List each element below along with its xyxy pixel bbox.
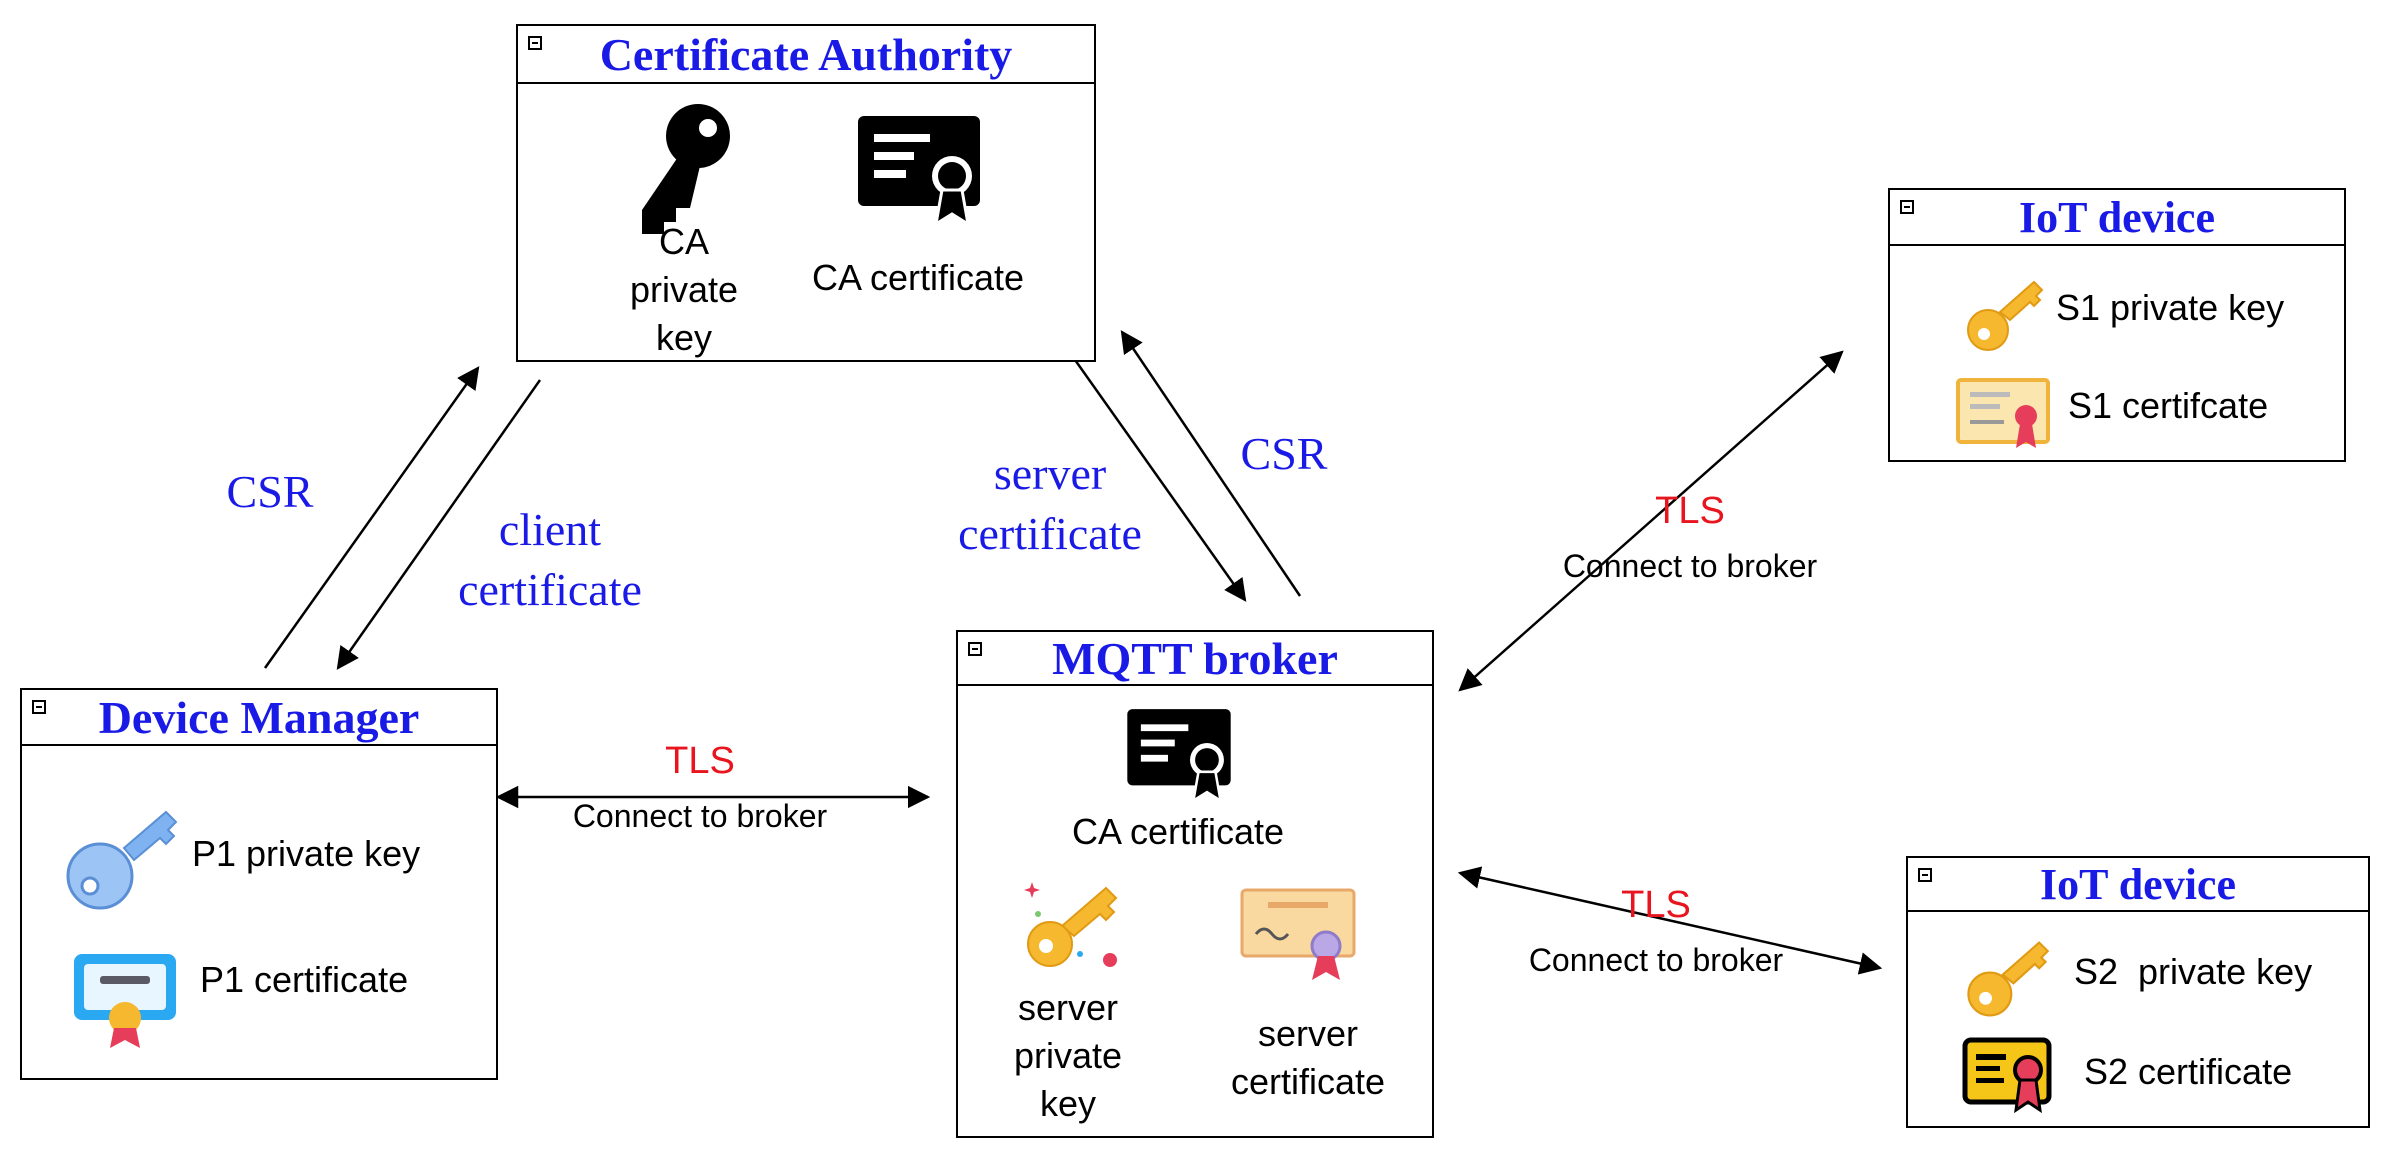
iot-device-2-box: IoT device S2 private key S2 certificate <box>1906 856 2370 1128</box>
server-key-line3: key <box>1039 1083 1097 1124</box>
ca-title: Certificate Authority <box>599 28 1013 80</box>
server-key-line2: private <box>1013 1035 1123 1076</box>
iot2-header: IoT device <box>1908 858 2368 912</box>
ca-key-line2: private <box>629 269 739 310</box>
iot1-title: IoT device <box>2019 192 2215 242</box>
iot2-tls-label: TLS <box>1621 884 1691 926</box>
device-manager-box: Device Manager P1 private key P1 certifi… <box>20 688 498 1080</box>
server-certificate-edge-label: server certificate <box>920 444 1180 564</box>
collapse-icon[interactable] <box>968 642 982 656</box>
broker-ca-certificate-label: CA certificate <box>1071 811 1285 852</box>
broker-ca-csr-label: CSR <box>1240 428 1328 479</box>
ribbon-certificate-icon <box>1238 884 1358 982</box>
collapse-icon[interactable] <box>1918 868 1932 882</box>
iot-device-1-box: IoT device S1 private key S1 certifcate <box>1888 188 2346 462</box>
s2-certificate-label: S2 certificate <box>2084 1051 2293 1092</box>
iot1-tls-label: TLS <box>1655 490 1725 532</box>
ca-to-dm-cert-arrow <box>336 379 542 670</box>
gold-key-icon <box>1962 936 2052 1022</box>
server-cert-edge-line1: server <box>993 448 1107 499</box>
ca-header: Certificate Authority <box>518 26 1094 84</box>
server-cert-line2: certificate <box>1230 1061 1386 1102</box>
ca-private-key-label: CA private key <box>584 218 784 362</box>
s1-private-key-label: S1 private key <box>2056 287 2285 328</box>
server-private-key-label: server private key <box>968 984 1168 1128</box>
ca-to-broker-cert-arrow <box>1066 349 1247 602</box>
broker-title: MQTT broker <box>1052 632 1338 684</box>
dm-header: Device Manager <box>22 690 496 746</box>
broker-iot1-tls-arrow <box>1458 350 1844 692</box>
dm-broker-connect-label: Connect to broker <box>572 798 828 834</box>
dm-to-ca-csr-arrow <box>263 366 480 669</box>
s1-certificate-label: S1 certifcate <box>2068 385 2269 426</box>
gold-certificate-icon <box>1956 374 2050 454</box>
key-icon <box>634 102 734 240</box>
iot2-title: IoT device <box>2040 859 2236 909</box>
yellow-certificate-icon <box>1962 1036 2054 1114</box>
iot1-connect-label: Connect to broker <box>1562 548 1818 584</box>
ca-certificate-label: CA certificate <box>811 257 1025 298</box>
broker-header: MQTT broker <box>958 632 1432 686</box>
server-cert-line1: server <box>1257 1013 1359 1054</box>
collapse-icon[interactable] <box>1900 200 1914 214</box>
client-cert-line2: certificate <box>458 564 642 615</box>
iot1-header: IoT device <box>1890 190 2344 246</box>
broker-to-ca-csr-arrow <box>1120 330 1302 597</box>
certificate-icon <box>1118 704 1240 804</box>
client-cert-line1: client <box>498 504 602 555</box>
dm-ca-csr-label: CSR <box>226 466 314 517</box>
dm-title: Device Manager <box>98 691 420 743</box>
certificate-authority-box: Certificate Authority CA private key CA … <box>516 24 1096 362</box>
iot2-connect-label: Connect to broker <box>1528 942 1784 978</box>
blue-certificate-icon <box>70 946 180 1050</box>
dm-broker-tls-label: TLS <box>665 740 735 782</box>
ca-key-line3: key <box>655 317 713 358</box>
ca-key-line1: CA <box>658 221 709 262</box>
p1-private-key-label: P1 private key <box>192 833 421 874</box>
server-key-line1: server <box>1017 987 1119 1028</box>
mqtt-broker-box: MQTT broker CA certificate server privat… <box>956 630 1434 1138</box>
p1-certificate-label: P1 certificate <box>200 959 409 1000</box>
collapse-icon[interactable] <box>528 36 542 50</box>
gold-key-icon <box>1962 276 2046 356</box>
server-certificate-label: server certificate <box>1208 1010 1408 1106</box>
server-cert-edge-line2: certificate <box>958 508 1142 559</box>
client-certificate-label: client certificate <box>420 500 680 620</box>
broker-iot2-tls-arrow <box>1457 866 1883 975</box>
s2-private-key-label: S2 private key <box>2074 951 2313 992</box>
gold-sparkle-key-icon <box>1018 874 1128 982</box>
collapse-icon[interactable] <box>32 700 46 714</box>
blue-key-icon <box>62 808 178 914</box>
certificate-icon <box>856 110 982 228</box>
